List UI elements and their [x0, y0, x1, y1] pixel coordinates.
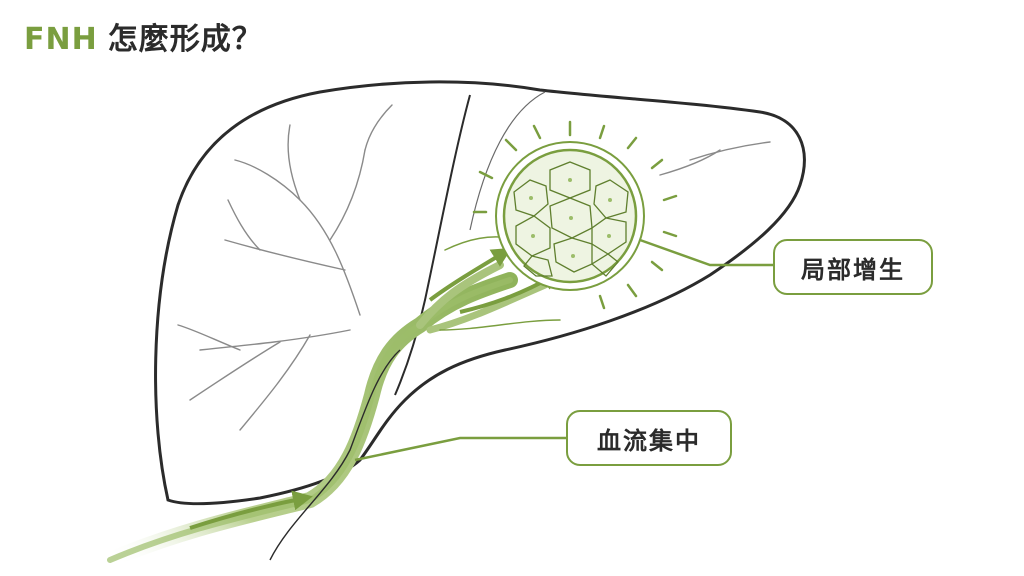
lobe-divider-inner [469, 91, 546, 231]
page-title: FNH 怎麼形成？ [24, 14, 263, 58]
vessel-edge-lower [269, 349, 401, 561]
title-accent: FNH [24, 22, 98, 57]
label-proliferation: 局部增生 [773, 239, 933, 295]
lobe-divider [394, 94, 471, 396]
flow-arrow-lower [189, 490, 313, 530]
nodule-rays [472, 120, 678, 310]
title-text: 怎麼形成？ [107, 22, 263, 57]
fnh-nodule [495, 141, 645, 291]
flow-arrow-upper [428, 247, 512, 302]
label-blood-flow: 血流集中 [566, 410, 732, 466]
leader-proliferation [639, 238, 773, 267]
portal-vessel-core [107, 277, 513, 563]
hepatic-branches [177, 104, 771, 431]
leader-bloodflow [354, 436, 566, 462]
feeding-branches [416, 236, 561, 334]
